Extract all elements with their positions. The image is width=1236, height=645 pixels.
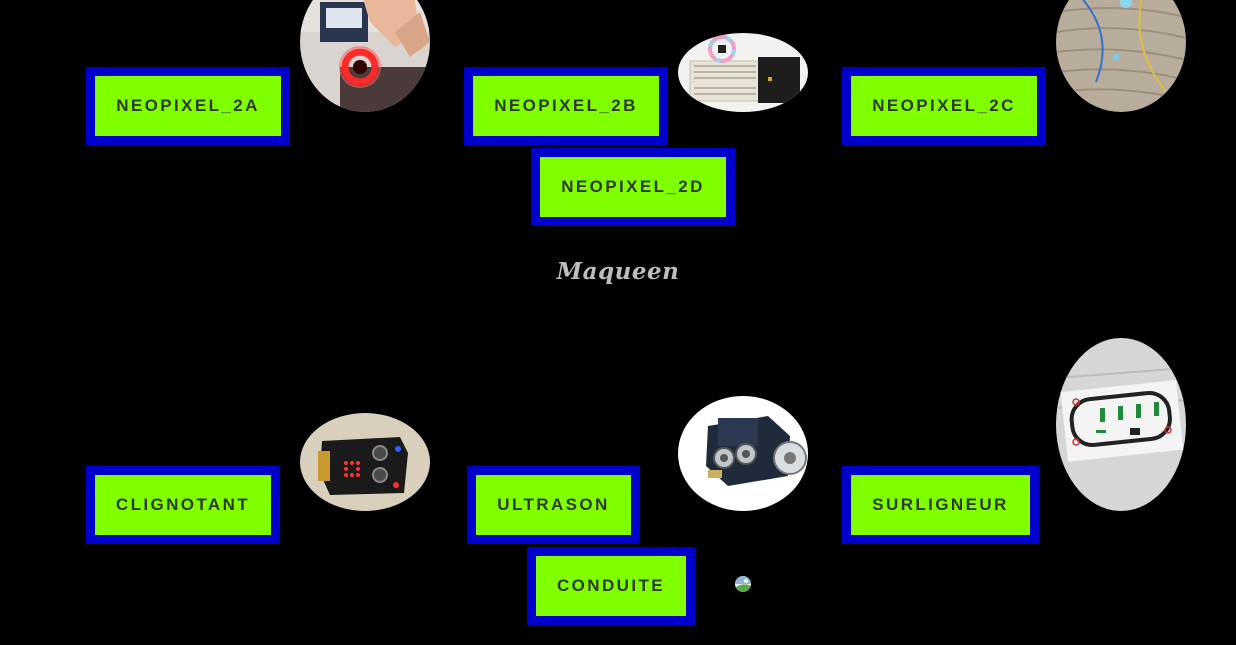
neopixel-2c-label: NEOPIXEL_2C: [872, 96, 1016, 115]
track-line-follower-photo[interactable]: [1056, 338, 1186, 511]
neopixel-2c-button[interactable]: NEOPIXEL_2C: [842, 67, 1046, 145]
clignotant-label: CLIGNOTANT: [115, 495, 251, 514]
led-strip-wood-photo[interactable]: [1056, 0, 1186, 112]
neopixel-2a-button[interactable]: NEOPIXEL_2A: [86, 67, 290, 145]
maqueen-caption: Maqueen: [556, 258, 680, 285]
maqueen-robot-led-photo[interactable]: [300, 413, 430, 511]
clignotant-button[interactable]: CLIGNOTANT: [86, 466, 280, 544]
neopixel-2d-button[interactable]: NEOPIXEL_2D: [531, 148, 735, 226]
ultrason-label: ULTRASON: [497, 495, 610, 514]
breadboard-microbit-photo[interactable]: [678, 33, 808, 112]
neopixel-2d-label: NEOPIXEL_2D: [561, 177, 705, 196]
conduite-button[interactable]: CONDUITE: [527, 547, 695, 625]
maqueen-robot-ultrasonic-photo[interactable]: [678, 396, 808, 511]
neopixel-2b-button[interactable]: NEOPIXEL_2B: [464, 67, 668, 145]
conduite-thumbnail-icon[interactable]: [735, 576, 751, 592]
neopixel-ring-hand-photo[interactable]: [300, 0, 430, 112]
surligneur-button[interactable]: SURLIGNEUR: [842, 466, 1039, 544]
ultrason-button[interactable]: ULTRASON: [467, 466, 640, 544]
conduite-label: CONDUITE: [557, 576, 665, 595]
surligneur-label: SURLIGNEUR: [872, 495, 1009, 514]
neopixel-2b-label: NEOPIXEL_2B: [494, 96, 638, 115]
neopixel-2a-label: NEOPIXEL_2A: [116, 96, 260, 115]
